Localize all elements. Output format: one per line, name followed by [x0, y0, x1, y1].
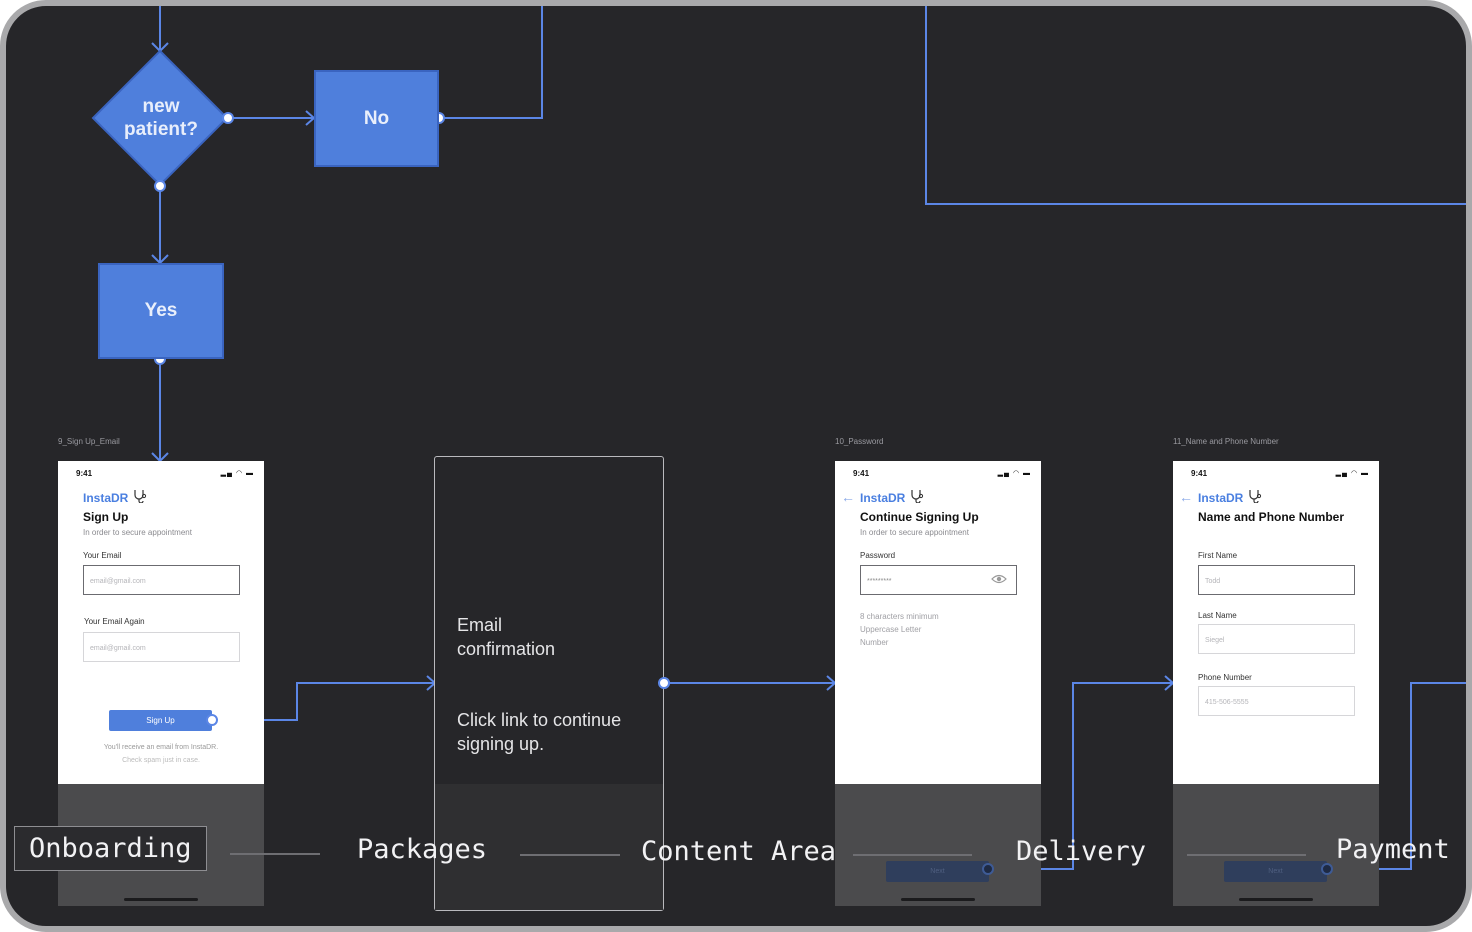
confirmation-title: Email confirmation — [457, 615, 556, 659]
password-label: Password — [860, 551, 896, 560]
tab-content-area[interactable]: Content Area — [641, 836, 837, 867]
status-icons: ▂▄ ◠ ▬ — [997, 470, 1031, 477]
status-time: 9:41 — [853, 469, 870, 478]
page-title: Sign Up — [83, 510, 129, 524]
stethoscope-icon — [911, 490, 924, 503]
tab-separator — [853, 854, 972, 856]
spam-hint: Check spam just in case. — [122, 757, 200, 764]
yes-node[interactable]: Yes — [98, 263, 224, 359]
frame-label-password: 10_Password — [835, 437, 884, 446]
status-time: 9:41 — [1191, 469, 1208, 478]
password-screen[interactable]: 9:41 ▂▄ ◠ ▬ ← InstaDR Continue Signing U… — [835, 461, 1041, 906]
email-hint: You'll receive an email from InstaDR. — [103, 744, 219, 751]
back-arrow-icon[interactable]: ← — [841, 489, 855, 505]
rule-uppercase: Uppercase Letter — [860, 625, 922, 634]
tab-onboarding[interactable]: Onboarding — [14, 826, 207, 871]
stethoscope-icon — [134, 490, 147, 503]
name-phone-screen[interactable]: 9:41 ▂▄ ◠ ▬ ← InstaDR Name and Phone Num… — [1173, 461, 1379, 906]
email-again-label: Your Email Again — [84, 617, 145, 626]
rule-number: Number — [860, 638, 889, 647]
decision-label[interactable]: new patient? — [124, 96, 198, 140]
home-indicator — [901, 898, 975, 901]
status-icons: ▂▄ ◠ ▬ — [220, 470, 254, 477]
brand-logo: InstaDR — [860, 491, 906, 505]
screen-overlay — [835, 784, 1041, 906]
page-subtitle: In order to secure appointment — [83, 528, 192, 537]
card-overlay — [435, 784, 663, 910]
tab-separator — [230, 853, 320, 855]
last-name-label: Last Name — [1198, 611, 1237, 620]
eye-icon[interactable] — [991, 573, 1007, 585]
tab-payment[interactable]: Payment — [1336, 834, 1450, 865]
name-next-dot — [1321, 863, 1333, 875]
tab-separator — [1187, 854, 1306, 856]
stethoscope-icon — [1249, 490, 1262, 503]
first-name-label: First Name — [1198, 551, 1238, 560]
page-title: Name and Phone Number — [1198, 510, 1345, 524]
home-indicator — [124, 898, 198, 901]
phone-label: Phone Number — [1198, 673, 1252, 682]
no-node[interactable]: No — [314, 70, 439, 167]
screen-overlay — [1173, 784, 1379, 906]
tab-delivery[interactable]: Delivery — [1016, 836, 1147, 867]
frame-label-name-phone: 11_Name and Phone Number — [1173, 437, 1279, 446]
brand-logo: InstaDR — [83, 491, 129, 505]
home-indicator — [1239, 898, 1313, 901]
back-arrow-icon[interactable]: ← — [1179, 489, 1193, 505]
page-subtitle: In order to secure appointment — [860, 528, 969, 537]
password-field[interactable]: ********* — [860, 565, 1017, 595]
frame-label-signup: 9_Sign Up_Email — [58, 437, 120, 446]
rule-length: 8 characters minimum — [860, 612, 939, 621]
phone-field[interactable]: 415-506-5555 — [1198, 686, 1355, 716]
page-title: Continue Signing Up — [860, 510, 979, 524]
email-confirmation-card[interactable]: Email confirmation Click link to continu… — [434, 456, 664, 911]
confirmation-body: Click link to continue signing up. — [457, 710, 622, 754]
tab-separator — [520, 854, 620, 856]
email-again-field[interactable]: email@gmail.com — [83, 632, 240, 662]
next-button[interactable]: Next — [1224, 861, 1327, 882]
email-field[interactable]: email@gmail.com — [83, 565, 240, 595]
password-next-dot — [982, 863, 994, 875]
status-icons: ▂▄ ◠ ▬ — [1335, 470, 1369, 477]
email-connector-dot — [658, 677, 670, 689]
sign-up-button[interactable]: Sign Up — [109, 710, 212, 731]
next-button[interactable]: Next — [886, 861, 989, 882]
brand-logo: InstaDR — [1198, 491, 1244, 505]
status-time: 9:41 — [76, 469, 93, 478]
email-label: Your Email — [83, 551, 122, 560]
tab-packages[interactable]: Packages — [357, 834, 488, 865]
first-name-field[interactable]: Todd — [1198, 565, 1355, 595]
signup-connector-dot — [206, 714, 218, 726]
last-name-field[interactable]: Siegel — [1198, 624, 1355, 654]
